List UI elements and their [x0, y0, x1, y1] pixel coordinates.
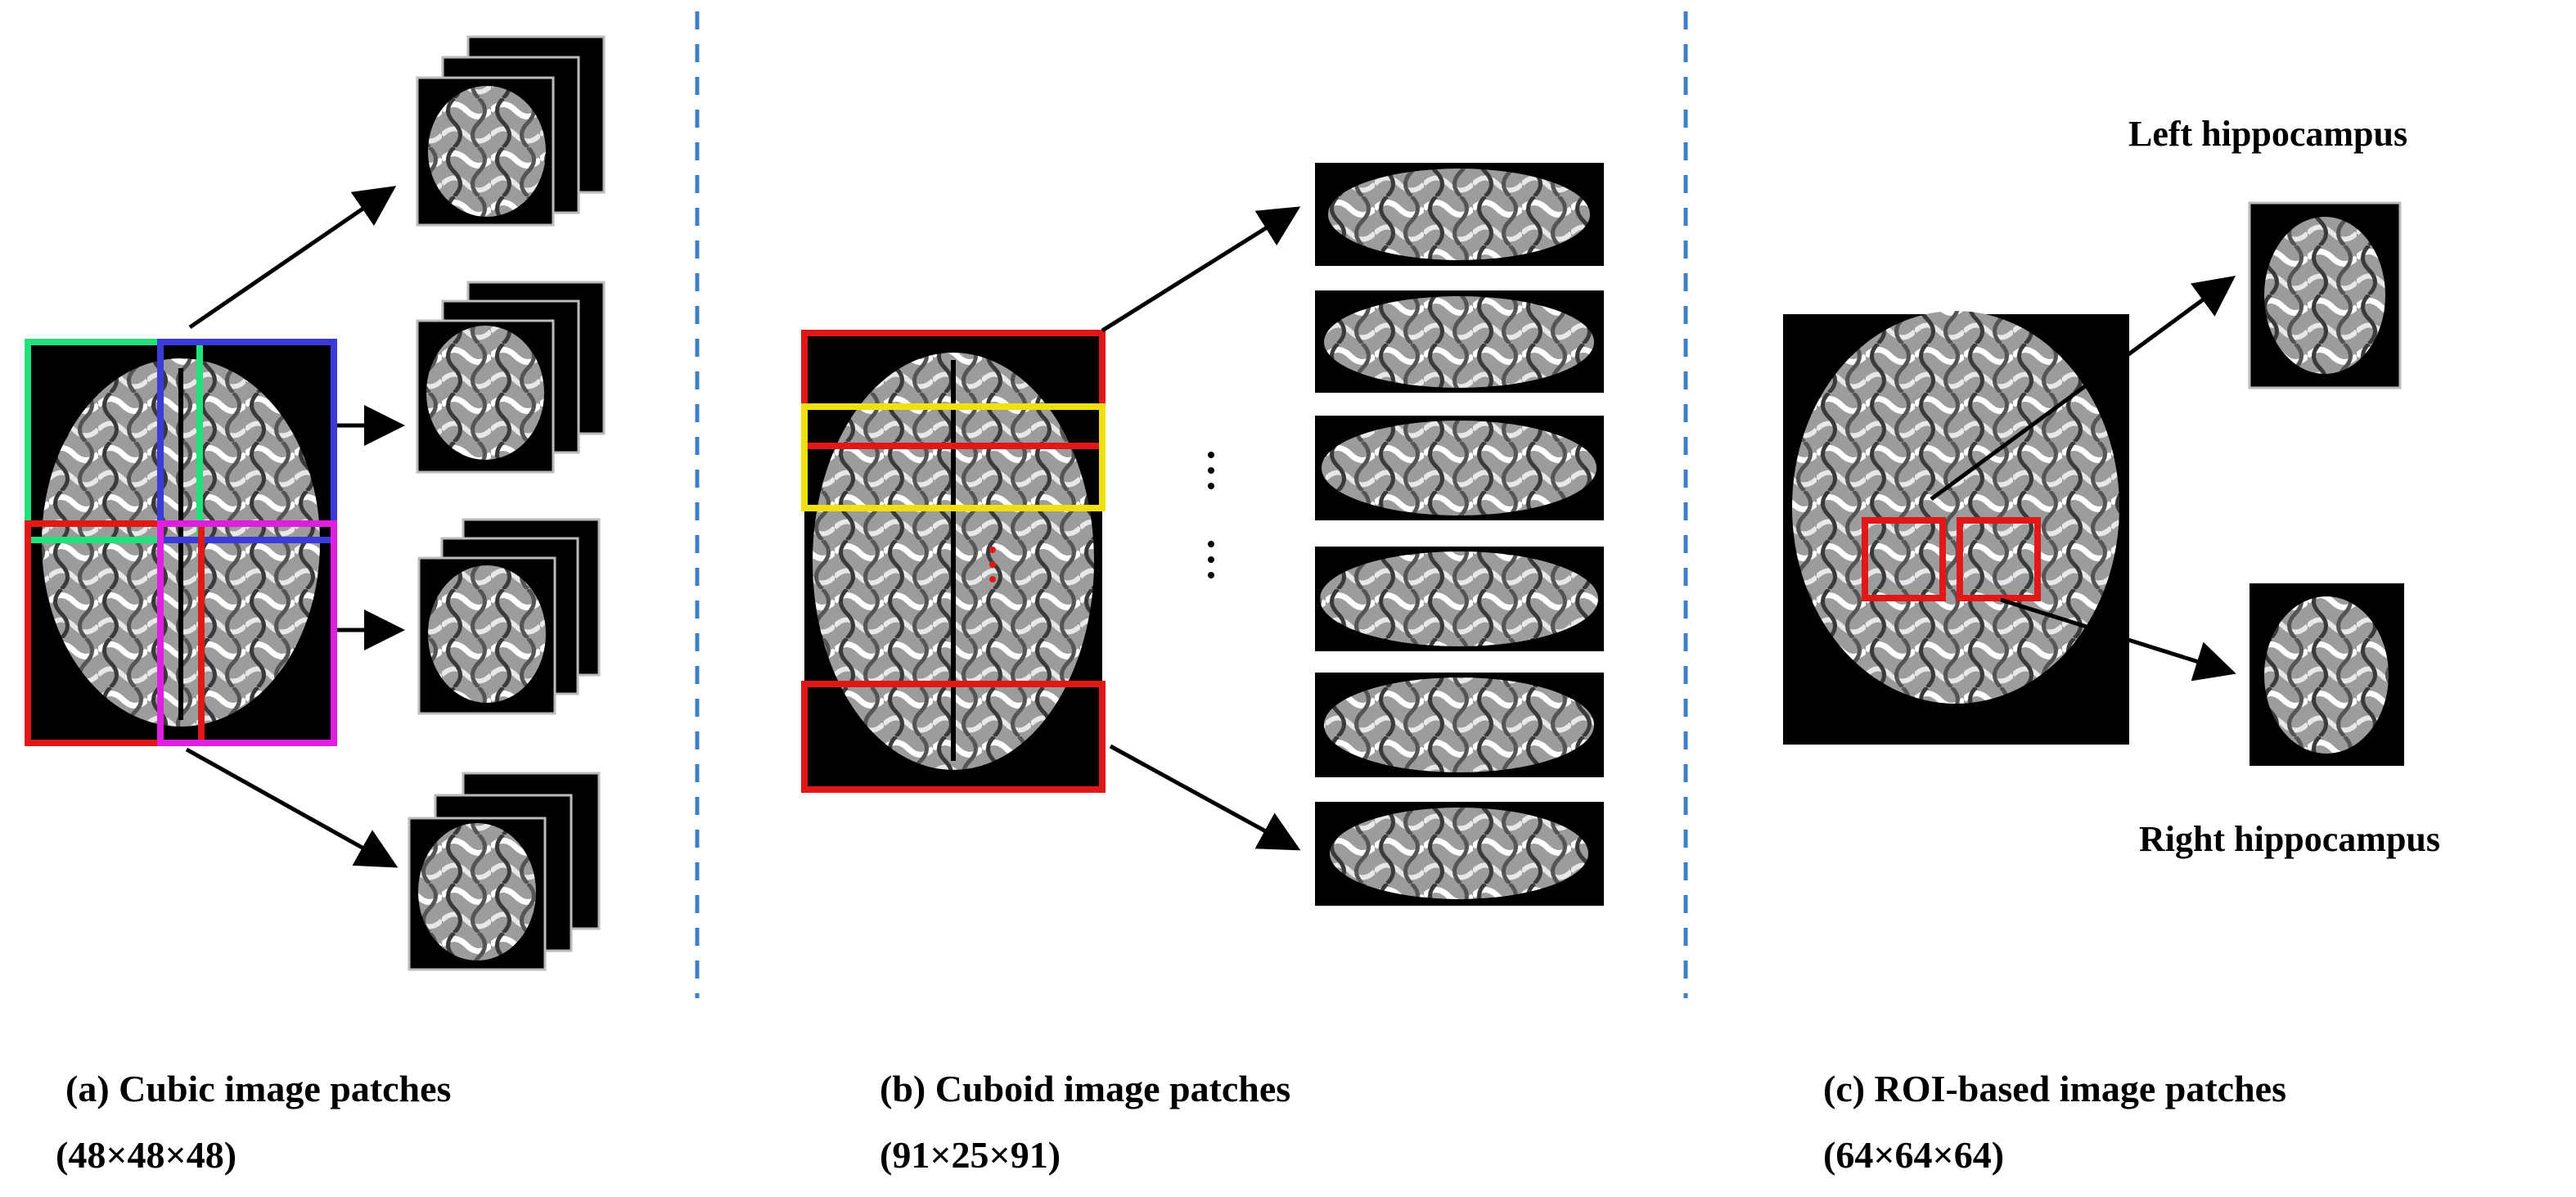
cubic-patch-stack-1	[416, 35, 606, 227]
arrow-a-1	[188, 186, 397, 330]
caption-c: (c) ROI-based image patches	[1823, 1066, 2286, 1111]
caption-a: (a) Cubic image patches	[65, 1066, 451, 1111]
caption-b-dims: (91×25×91)	[880, 1132, 1061, 1177]
arrow-c-1	[1930, 276, 2236, 502]
cuboid-box-yellow	[801, 403, 1106, 511]
cubic-patch-stack-2	[416, 281, 606, 474]
left-hippocampus-patch	[2248, 201, 2402, 389]
right-hippocampus-patch	[2249, 583, 2404, 766]
caption-c-title: (c) ROI-based image patches	[1823, 1068, 2286, 1109]
cuboid-strip-1	[1315, 163, 1604, 266]
caption-c-dims: (64×64×64)	[1823, 1132, 2004, 1177]
cubic-box-red	[25, 520, 205, 746]
cuboid-box-red-bottom	[801, 681, 1106, 793]
arrow-a-4	[185, 747, 399, 868]
brain-slice-b	[804, 333, 1102, 790]
caption-b-title: (b) Cuboid image patches	[880, 1068, 1291, 1109]
roi-box-left	[1862, 517, 1946, 601]
caption-a-title: (a) Cubic image patches	[65, 1068, 452, 1109]
caption-b: (b) Cuboid image patches	[880, 1066, 1290, 1111]
caption-a-dimensions: (48×48×48)	[56, 1134, 237, 1176]
left-hippocampus-label: Left hippocampus	[2128, 114, 2408, 154]
arrow-b-2	[1109, 744, 1301, 851]
cubic-patch-stack-3	[417, 518, 601, 715]
cuboid-strip-4	[1315, 547, 1604, 651]
cuboid-box-red-top	[801, 330, 1106, 449]
cubic-box-green	[25, 339, 203, 543]
brain-slice-c	[1783, 311, 2129, 745]
panel-b	[801, 163, 1604, 906]
panel-a	[25, 35, 606, 971]
caption-c-dimensions: (64×64×64)	[1823, 1134, 2005, 1176]
ellipsis-dots-b	[1208, 452, 1214, 578]
right-hippocampus-label: Right hippocampus	[2139, 819, 2441, 859]
arrow-b-1	[1101, 206, 1301, 333]
cuboid-strip-5	[1315, 673, 1604, 777]
cubic-box-magenta	[157, 520, 337, 746]
cuboid-strip-2	[1315, 290, 1604, 393]
cubic-box-blue	[157, 339, 337, 543]
caption-b-dimensions: (91×25×91)	[880, 1134, 1061, 1176]
panel-c	[1783, 201, 2404, 766]
red-dots-b	[989, 547, 996, 583]
cuboid-strip-3	[1315, 416, 1604, 520]
caption-a-dims: (48×48×48)	[56, 1132, 236, 1177]
roi-box-right	[1957, 517, 2041, 601]
cuboid-strip-6	[1315, 802, 1604, 906]
cubic-patch-stack-4	[408, 772, 601, 971]
arrow-c-2	[2000, 597, 2236, 682]
